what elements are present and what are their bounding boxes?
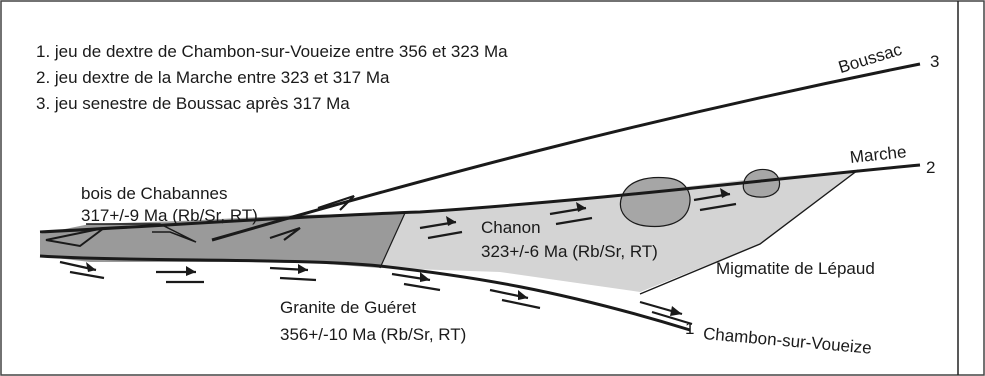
migmatite-contact (639, 169, 859, 295)
enclave-large (619, 176, 691, 228)
chanon-name: Chanon (481, 218, 541, 237)
migmatite-name: Migmatite de Lépaud (716, 259, 875, 278)
chambon-fault-line (39, 254, 691, 332)
enclave-small (742, 168, 781, 198)
boussac-fault-number: 3 (930, 52, 940, 71)
chabannes-pointer-arrow (86, 223, 197, 243)
shear-arrow-heads (86, 188, 730, 316)
legend-item-1: 1. jeu de dextre de Chambon-sur-Voueize … (36, 42, 508, 61)
chabannes-name: bois de Chabannes (81, 184, 228, 203)
marche-fault-line (39, 163, 921, 234)
marche-fault-number: 2 (926, 158, 936, 177)
chanon-age: 323+/-6 Ma (Rb/Sr, RT) (481, 242, 658, 261)
gueret-name: Granite de Guéret (280, 298, 417, 317)
chambon-fault-number: 1 (685, 319, 695, 338)
legend-item-2: 2. jeu dextre de la Marche entre 323 et … (36, 68, 390, 87)
wedge-tip-arrow (45, 227, 105, 248)
granite-contact (379, 212, 406, 269)
chabannes-age: 317+/-9 Ma (Rb/Sr, RT) (81, 206, 258, 225)
chanon-granite-body (380, 171, 858, 292)
gueret-age: 356+/-10 Ma (Rb/Sr, RT) (280, 325, 467, 344)
legend-item-3: 3. jeu senestre de Boussac après 317 Ma (36, 94, 350, 113)
boussac-fault-line (211, 62, 921, 242)
